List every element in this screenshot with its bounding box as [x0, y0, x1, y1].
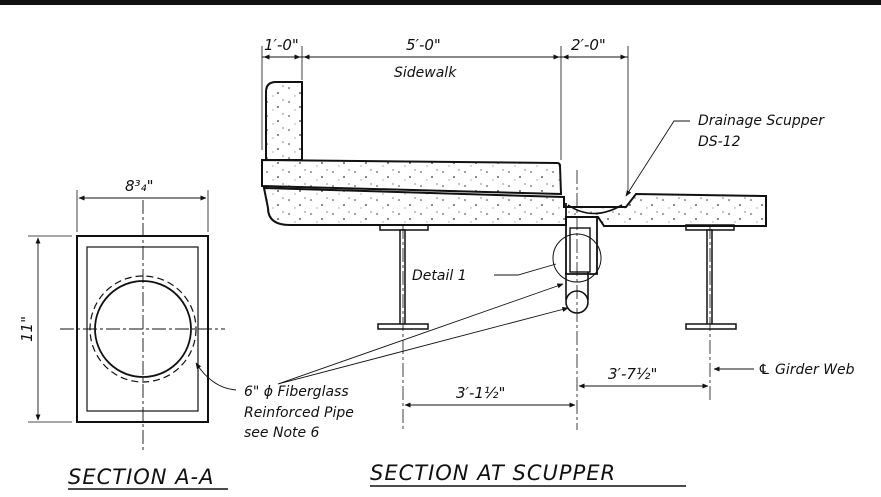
section-scupper-view: 1′-0" 5′-0" 2′-0" Sidewalk Drainage Scup… [261, 36, 855, 487]
girder-left-web [399, 229, 406, 326]
sidewalk-slab [261, 158, 563, 196]
girder-right-bottom-flange [685, 323, 737, 330]
pipe-note-line-3: see Note 6 [244, 425, 320, 441]
section-a-a-view: 8³₄" 11" SECTION A-A [18, 177, 237, 490]
girder-label: ℄ Girder Web [758, 362, 855, 378]
section-a-a-title: SECTION A-A [68, 465, 215, 489]
dim-curb-text: 1′-0" [264, 36, 299, 54]
dim-offset-text: 2′-0" [571, 36, 606, 54]
girder-right-web [706, 229, 713, 326]
sidewalk-label: Sidewalk [394, 65, 457, 81]
pipe-note-line-1: 6" ϕ Fiberglass [244, 384, 349, 400]
girder-right [685, 224, 737, 330]
deck-slab [262, 186, 767, 227]
section-scupper-title: SECTION AT SCUPPER [370, 461, 616, 485]
dim-width-text: 8³₄" [125, 177, 153, 195]
pipe-note-line-2: Reinforced Pipe [244, 405, 354, 421]
pipe-leader-a [195, 362, 237, 391]
dim-bottom-right-text: 3′-7½" [608, 365, 657, 383]
pipe-leader-2 [277, 306, 569, 385]
detail-leader [494, 263, 557, 276]
dim-sidewalk-text: 5′-0" [406, 36, 441, 54]
top-border [0, 0, 881, 5]
scupper-label-1: Drainage Scupper [698, 113, 825, 129]
pipe-leader-1 [277, 283, 564, 385]
barrier-curb [265, 81, 303, 161]
scupper-label-2: DS-12 [698, 134, 741, 150]
dim-height-text: 11" [18, 316, 36, 342]
pipe-note: 6" ϕ Fiberglass Reinforced Pipe see Note… [244, 384, 354, 441]
pipe-elbow [565, 272, 589, 300]
detail-label: Detail 1 [412, 268, 467, 284]
scupper-leader [625, 120, 690, 197]
scupper-outlet [569, 227, 591, 273]
dim-bottom-left-text: 3′-1½" [456, 384, 505, 402]
scupper-bowl [567, 204, 623, 215]
